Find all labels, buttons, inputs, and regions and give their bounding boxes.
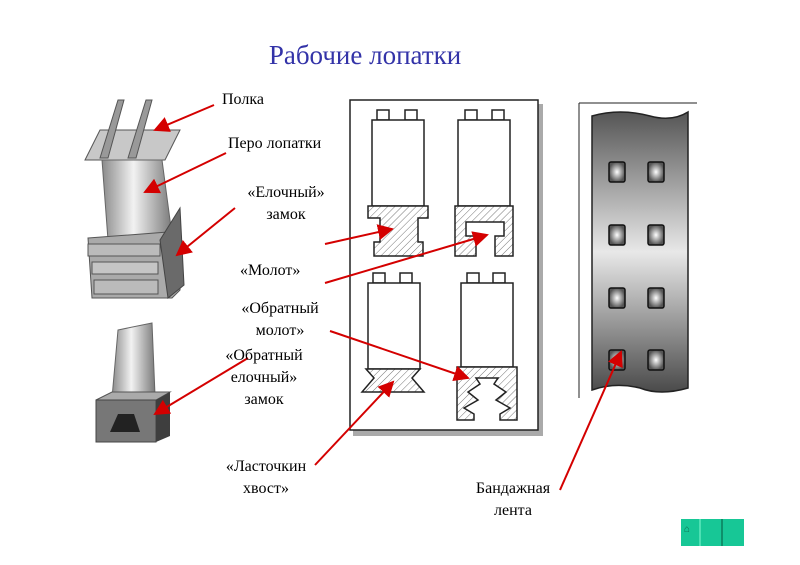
arrow-polka (153, 104, 215, 132)
label-obr-el-line3: замок (244, 391, 284, 408)
label-obr-molot-line2: молот» (255, 322, 305, 339)
label-obr-el-line1: «Обратный (225, 347, 303, 364)
label-pero: Перо лопатки (228, 135, 322, 152)
label-bandazh: Бандажная лента (465, 478, 561, 522)
home-icon: ⌂ (684, 524, 691, 535)
arrow-bandazh (559, 350, 623, 491)
label-lastochkin-line1: «Ласточкин (225, 458, 307, 475)
label-molot: «Молот» (240, 262, 301, 279)
home-button[interactable]: ⌂ (681, 519, 701, 546)
arrow-elochny (175, 207, 236, 257)
label-elochny: «Елочный» замок (236, 182, 336, 226)
label-polka: Полка (222, 91, 264, 108)
label-lastochkin-line2: хвост» (243, 480, 289, 497)
label-obr-molot: «Обратный молот» (228, 298, 332, 342)
arrow-lastochkin (314, 380, 395, 466)
label-lastochkin: «Ласточкин хвост» (212, 456, 320, 500)
label-bandazh-line1: Бандажная (475, 480, 551, 497)
label-bandazh-line2: лента (494, 502, 532, 519)
root-types-schematic (349, 99, 543, 436)
label-obr-el-line2: елочный» (230, 369, 298, 386)
label-elochny-line2: замок (266, 206, 306, 223)
blade-reverse-fir-tree-image (95, 322, 172, 443)
arrow-pero (143, 152, 227, 194)
arrow-obr-elochny (153, 357, 249, 416)
label-obr-molot-line1: «Обратный (241, 300, 319, 317)
shroud-band-image (578, 102, 697, 398)
label-elochny-line1: «Елочный» (247, 184, 325, 201)
nav-button-2[interactable] (701, 519, 723, 546)
arrow-molot (324, 231, 489, 284)
label-obr-elochny: «Обратный елочный» замок (214, 345, 314, 411)
slide-navigation: ⌂ (681, 519, 744, 546)
arrow-obr-molot (329, 330, 470, 382)
arrow-elochny-schematic (324, 224, 394, 245)
blade-fir-tree-image (84, 99, 185, 299)
nav-button-3[interactable] (723, 519, 744, 546)
page-title: Рабочие лопатки (268, 40, 462, 70)
